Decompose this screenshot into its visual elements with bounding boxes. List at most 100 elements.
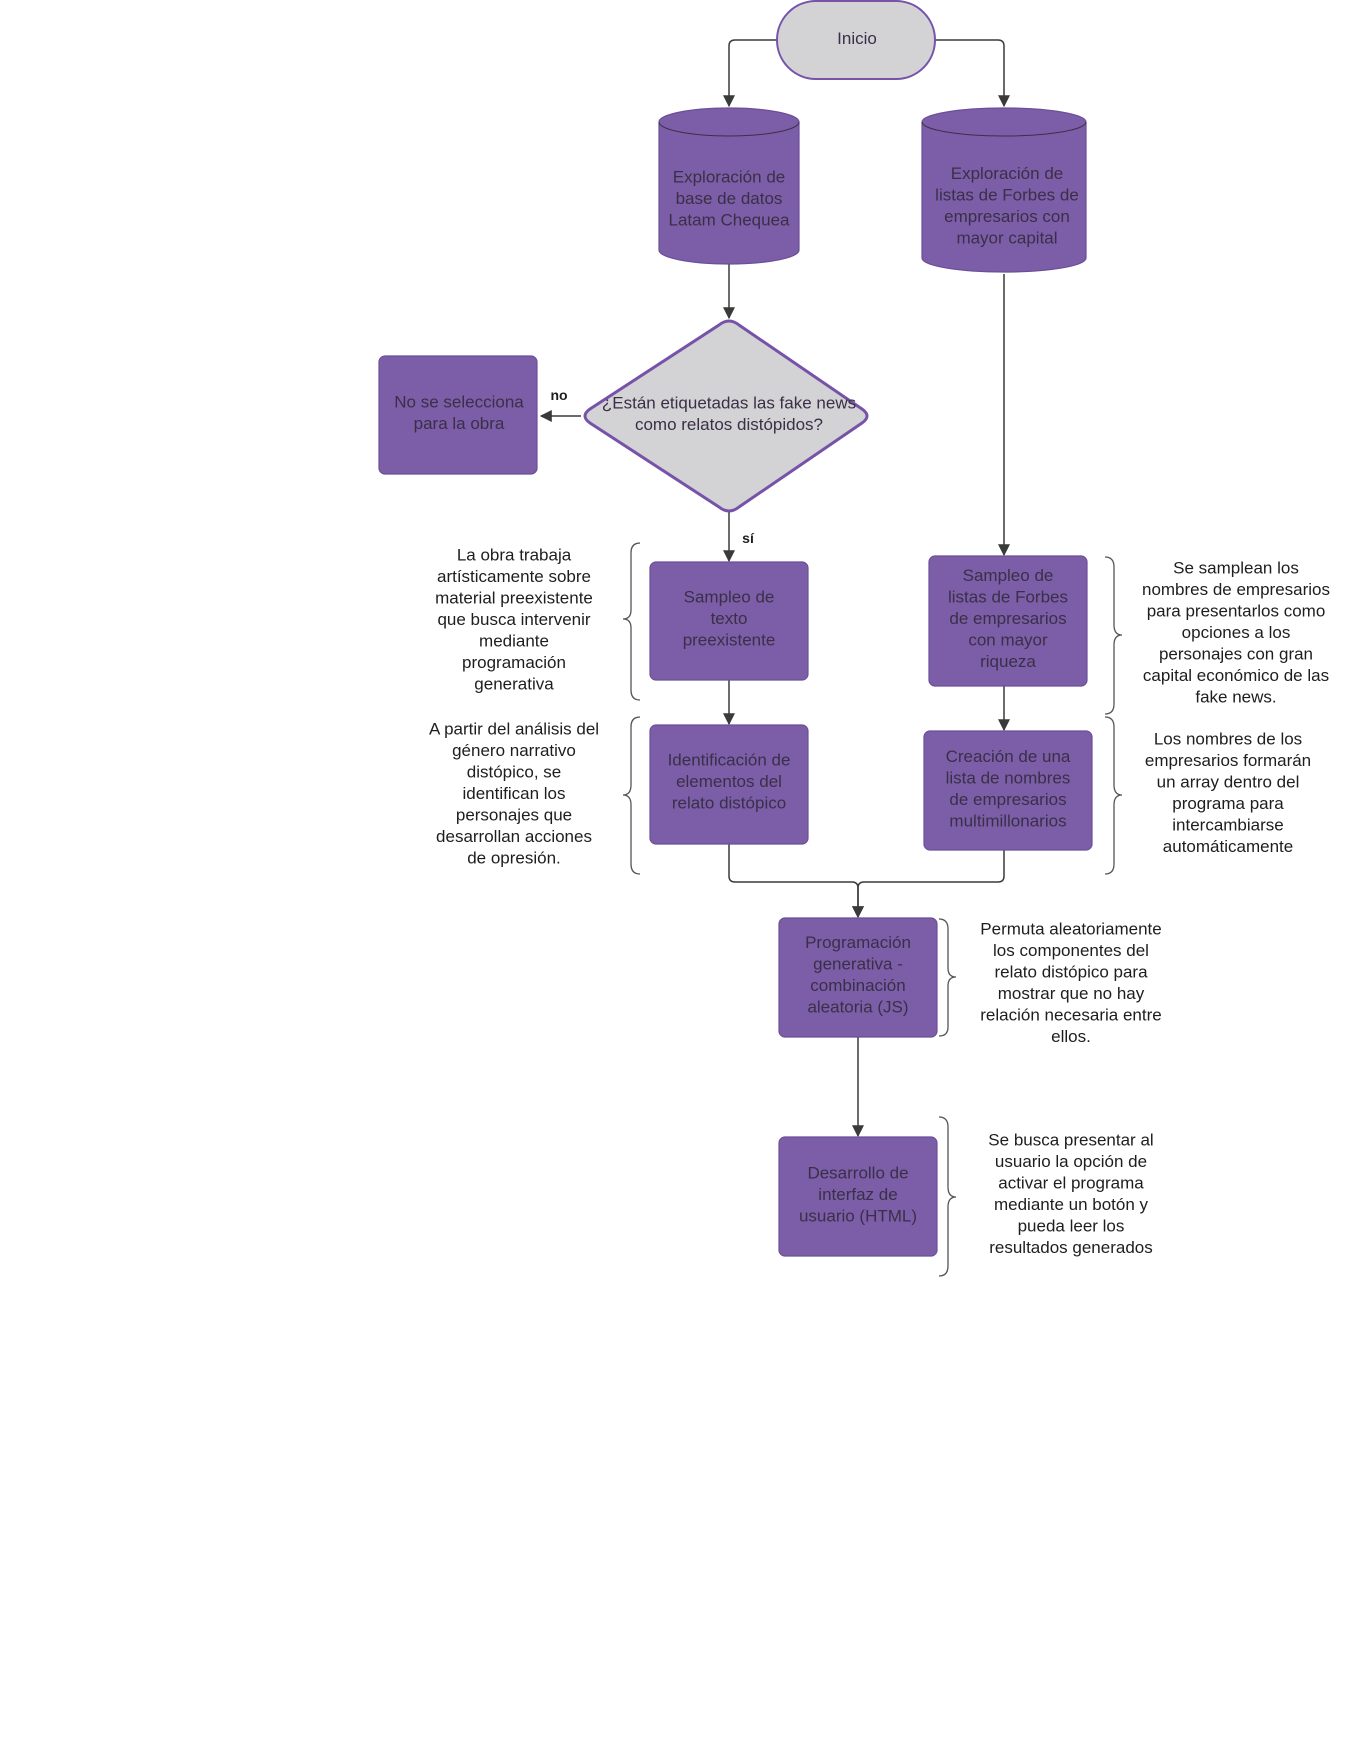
text-line: artísticamente sobre xyxy=(437,567,591,586)
edge-inicio-latam xyxy=(723,39,777,108)
node-interfaz xyxy=(778,1136,938,1257)
brace-interfaz xyxy=(938,1116,957,1277)
text-line: riqueza xyxy=(980,652,1036,671)
text-line: usuario la opción de xyxy=(995,1152,1147,1171)
text-line: Programación xyxy=(805,933,911,952)
text-line: mediante xyxy=(479,632,549,651)
text-line: Inicio xyxy=(837,29,877,48)
text-line: identifican los xyxy=(462,784,565,803)
brace-left-2 xyxy=(622,716,641,875)
text-line: listas de Forbes xyxy=(948,588,1068,607)
label-decision: ¿Están etiquetadas las fake news como rel… xyxy=(602,393,856,434)
text-line: desarrollan acciones xyxy=(436,827,592,846)
text-line: programa para xyxy=(1172,794,1284,813)
label-inicio: Inicio xyxy=(837,29,877,48)
text-line: de empresarios xyxy=(949,790,1066,809)
node-creacion-lista xyxy=(923,730,1093,851)
brace-programacion xyxy=(938,918,957,1037)
text-line: resultados generados xyxy=(989,1238,1153,1257)
edge-identificacion-programacion xyxy=(728,844,864,919)
text-line: No se selecciona xyxy=(394,392,524,411)
text-line: elementos del xyxy=(676,772,782,791)
text-line: listas de Forbes de xyxy=(935,185,1079,204)
text-line: que busca intervenir xyxy=(437,610,590,629)
text-line: Latam Chequea xyxy=(669,211,791,230)
node-decision xyxy=(583,319,869,513)
node-forbes-db xyxy=(921,107,1087,273)
brace-right-2 xyxy=(1104,716,1123,875)
text-line: mediante un botón y xyxy=(994,1195,1149,1214)
edge-inicio-forbes xyxy=(935,39,1010,108)
text-line: con mayor xyxy=(968,631,1048,650)
text-line: ellos. xyxy=(1051,1027,1091,1046)
text-line: Se samplean los xyxy=(1173,559,1299,578)
text-line: Los nombres de los xyxy=(1154,729,1302,748)
text-line: preexistente xyxy=(683,631,776,650)
text-line: relato distópico xyxy=(672,794,786,813)
text-line: Permuta aleatoriamente xyxy=(980,919,1161,938)
text-line: para presentarlos como xyxy=(1147,602,1326,621)
connectors xyxy=(539,39,1010,1138)
text-line: para la obra xyxy=(414,414,505,433)
text-line: generativa - xyxy=(813,954,903,973)
label-programacion: Programación generativa - combinación aleat… xyxy=(805,933,911,1017)
node-sampleo-texto xyxy=(649,561,809,681)
text-line: La obra trabaja xyxy=(457,546,572,565)
text-line: aleatoria (JS) xyxy=(807,997,908,1016)
text-line: Sampleo de xyxy=(684,588,775,607)
node-identificacion xyxy=(649,724,809,845)
text-line: personajes con gran xyxy=(1159,645,1313,664)
text-line: relación necesaria entre xyxy=(980,1005,1161,1024)
text-line: distópico, se xyxy=(467,763,562,782)
text-line: un array dentro del xyxy=(1157,772,1300,791)
braces xyxy=(622,542,1123,1277)
text-line: Creación de una xyxy=(946,747,1071,766)
text-line: mayor capital xyxy=(956,228,1057,247)
text-line: generativa xyxy=(474,675,554,694)
text-line: personajes que xyxy=(456,806,572,825)
text-line: programación xyxy=(462,653,566,672)
text-line: Identificación de xyxy=(668,751,791,770)
node-inicio xyxy=(776,0,936,80)
text-line: automáticamente xyxy=(1163,837,1293,856)
text-line: multimillonarios xyxy=(949,811,1066,830)
note-presentar-usuario: Se busca presentar al usuario la opción d… xyxy=(988,1130,1153,1257)
text-line: opciones a los xyxy=(1182,623,1291,642)
text-line: mostrar que no hay xyxy=(998,984,1145,1003)
text-line: ¿Están etiquetadas las fake news xyxy=(602,393,856,412)
note-samplean-nombres: Se samplean los nombres de empresarios par… xyxy=(1142,559,1330,707)
text-line: activar el programa xyxy=(998,1173,1144,1192)
edge-creacion-programacion xyxy=(852,850,1005,919)
node-sampleo-forbes xyxy=(928,555,1088,687)
text-line: fake news. xyxy=(1195,688,1276,707)
shapes xyxy=(378,0,1093,1257)
node-programacion xyxy=(778,917,938,1038)
label-identificacion: Identificación de elementos del relato dis… xyxy=(668,751,791,813)
text-line: usuario (HTML) xyxy=(799,1207,917,1226)
text-line: género narrativo xyxy=(452,741,576,760)
text-line: como relatos distópidos? xyxy=(635,415,823,434)
text-line: base de datos xyxy=(676,189,783,208)
text-line: empresarios con xyxy=(944,207,1070,226)
text-line: nombres de empresarios xyxy=(1142,580,1330,599)
edge-labels: no sí xyxy=(550,387,754,546)
text-line: pueda leer los xyxy=(1018,1216,1125,1235)
edge-label-no: no xyxy=(550,387,567,403)
brace-left-1 xyxy=(622,542,641,701)
text-line: intercambiarse xyxy=(1172,815,1284,834)
text-line: Desarrollo de xyxy=(807,1164,908,1183)
text-line: Se busca presentar al xyxy=(988,1130,1153,1149)
text-line: combinación xyxy=(810,976,905,995)
text-line: capital económico de las xyxy=(1143,666,1329,685)
text-line: de opresión. xyxy=(467,849,561,868)
